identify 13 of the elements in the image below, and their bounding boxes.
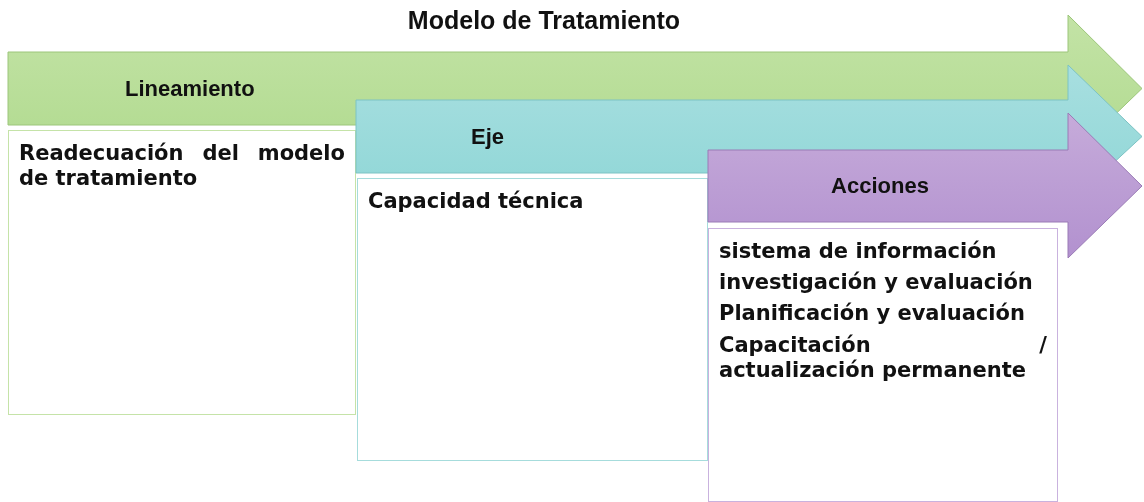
band-heading: Eje [471, 125, 505, 148]
band-heading: Acciones [831, 175, 929, 197]
text-panel [8, 130, 356, 415]
panel-text: Planificación y evaluación [719, 301, 1026, 327]
text-panel [708, 228, 1058, 502]
panel-text: Readecuación del modelo de tratamiento [19, 141, 345, 192]
text-panel [357, 178, 708, 461]
panel-text: Capacitación / actualización permanente [719, 332, 1047, 383]
panel-text: sistema de información [719, 239, 998, 265]
panel-text: investigación y evaluación [719, 270, 1034, 296]
band-heading: Lineamiento [125, 77, 255, 100]
panel-text: Capacidad técnica [368, 189, 585, 215]
diagram-title: Modelo de Tratamiento [406, 6, 682, 35]
